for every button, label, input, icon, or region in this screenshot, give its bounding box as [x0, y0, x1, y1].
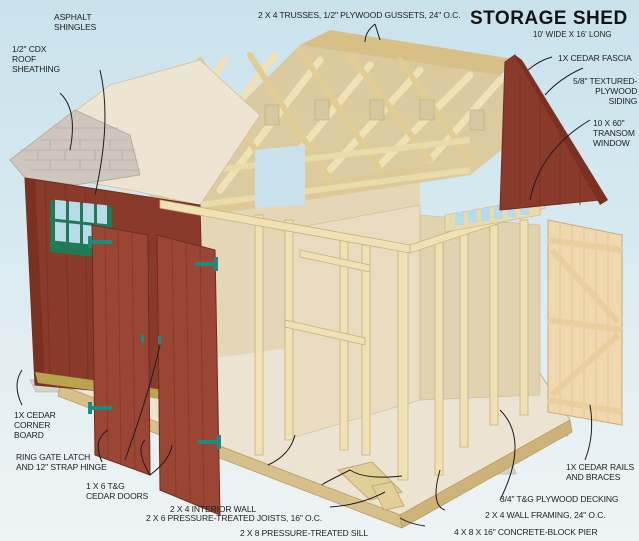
label-roof-sheathing: 1/2" CDX ROOF SHEATHING	[12, 44, 61, 74]
label-corner-board: 1X CEDAR CORNER BOARD	[14, 410, 56, 440]
cedar-doors	[88, 224, 221, 516]
label-transom-window: 10 X 60" TRANSOM WINDOW	[593, 118, 635, 148]
diagram-subtitle: 10' WIDE X 16' LONG	[533, 30, 612, 39]
label-wall-framing: 2 X 4 WALL FRAMING, 24" O.C.	[485, 510, 606, 520]
label-plywood-siding: 5/8" TEXTURED- PLYWOOD SIDING	[573, 76, 638, 106]
callout-leaders	[16, 23, 593, 527]
label-rails-braces: 1X CEDAR RAILS AND BRACES	[566, 462, 635, 482]
label-gate-latch-hinge: RING GATE LATCH AND 12" STRAP HINGE	[16, 452, 107, 472]
label-block-pier: 4 X 8 X 16" CONCRETE-BLOCK PIER	[454, 527, 598, 537]
label-trusses: 2 X 4 TRUSSES, 1/2" PLYWOOD GUSSETS, 24"…	[258, 10, 461, 20]
label-interior-wall: 2 X 4 INTERIOR WALL	[170, 504, 257, 514]
label-asphalt-shingles: ASPHALT SHINGLES	[54, 12, 97, 32]
label-plywood-decking: 3/4" T&G PLYWOOD DECKING	[500, 494, 619, 504]
gable-end-siding	[499, 54, 608, 211]
label-floor-joists: 2 X 6 PRESSURE-TREATED JOISTS, 16" O.C.	[146, 513, 323, 523]
label-cedar-doors: 1 X 6 T&G CEDAR DOORS	[86, 481, 149, 501]
roof-sheathing-and-shingles	[9, 59, 261, 206]
label-sill: 2 X 8 PRESSURE-TREATED SILL	[240, 528, 368, 538]
label-cedar-fascia: 1X CEDAR FASCIA	[558, 53, 632, 63]
side-door	[547, 219, 623, 426]
diagram-title: STORAGE SHED	[470, 8, 628, 29]
